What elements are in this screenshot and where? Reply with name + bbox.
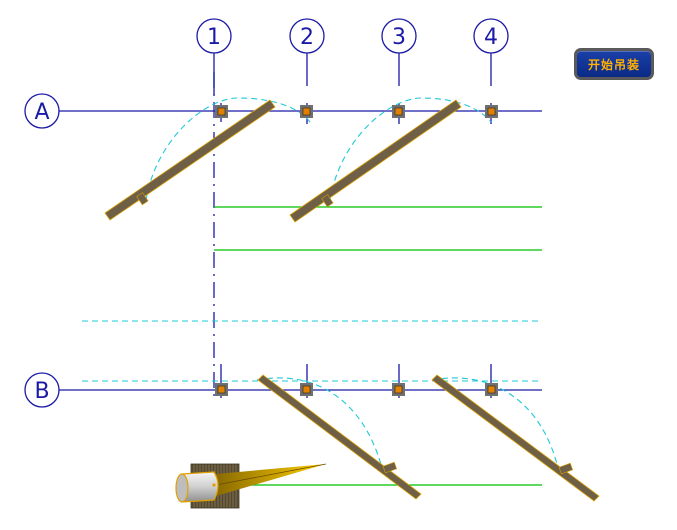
cyan-dashed-lines	[82, 97, 559, 469]
column-icon	[215, 105, 228, 118]
column-icon	[392, 383, 405, 396]
beam-a-1	[104, 99, 276, 221]
row-axis-a-label: A	[34, 100, 49, 125]
row-axis-b-label: B	[34, 379, 49, 404]
start-hoisting-button[interactable]: 开始吊装	[574, 48, 654, 80]
green-lines	[214, 206, 542, 486]
beam-b-1	[257, 374, 422, 500]
column-markers-row-a	[215, 105, 498, 118]
column-axis-3-label: 3	[392, 25, 406, 50]
column-icon	[300, 105, 313, 118]
beam-b-2	[431, 374, 600, 502]
column-icon	[392, 105, 405, 118]
column-icon	[485, 383, 498, 396]
column-axis-4: 4	[473, 18, 509, 86]
column-icon	[215, 383, 228, 396]
column-icon	[300, 383, 313, 396]
column-axis-1-label: 1	[207, 25, 221, 50]
beam-a-2	[289, 99, 462, 223]
column-axis-4-label: 4	[484, 25, 498, 50]
column-markers-row-b	[215, 383, 498, 396]
column-axis-2-label: 2	[300, 25, 314, 50]
crane-icon	[175, 463, 327, 509]
column-axis-2: 2	[289, 18, 325, 86]
row-axis-a: A	[24, 93, 542, 129]
column-axis-3: 3	[381, 18, 417, 86]
column-icon	[485, 105, 498, 118]
